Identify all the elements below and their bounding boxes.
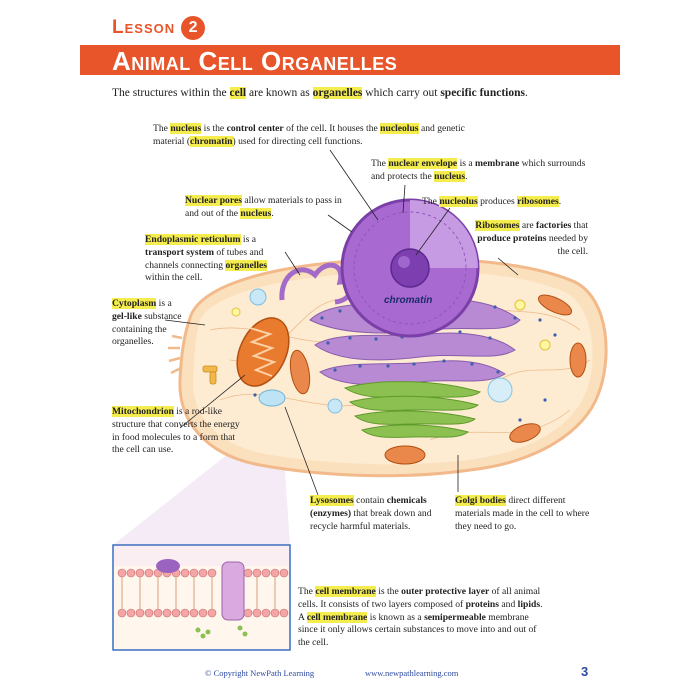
golgi-body [343, 381, 482, 438]
nuclear-envelope-label: The nuclear envelope is a membrane which… [371, 158, 586, 182]
lesson-label: Lesson [112, 17, 176, 38]
copyright-text: © Copyright NewPath Learning [205, 668, 315, 678]
surface-protein [156, 559, 180, 573]
nucleus-cutaway [410, 200, 478, 268]
lysosome [258, 389, 286, 407]
lysosomes-label: Lysosomes contain chemicals (enzymes) th… [310, 495, 432, 532]
ribosomes-label: Ribosomes are factories that produce pro… [475, 220, 588, 257]
mitochondrion-2 [289, 349, 311, 395]
microvilli [168, 334, 183, 375]
mitochondrion-3 [537, 294, 573, 316]
intro-text: The structures within the cell are known… [112, 87, 528, 99]
nucleolus [390, 248, 430, 288]
mitochondrion-label: Mitochondrion is a rod-like structure th… [112, 406, 240, 456]
nucleus-label: The nucleus is the control center of the… [153, 123, 465, 147]
website-link[interactable]: www.newpathlearning.com [365, 668, 459, 678]
vesicle [249, 288, 267, 306]
page-title: Animal Cell Organelles [112, 46, 398, 76]
membrane-protein [221, 561, 245, 621]
cell-membrane-label: The cell membrane is the outer protectiv… [298, 586, 543, 649]
chromatin-label: chromatin [384, 295, 433, 306]
title-bar [80, 45, 620, 75]
mitochondrion-5 [384, 445, 426, 465]
er-label: Endoplasmic reticulum is a transport sys… [145, 234, 268, 284]
cytoplasm-label: Cytoplasm is a gel-like substance contai… [112, 298, 182, 348]
vesicle-3 [327, 398, 343, 414]
centriole [202, 365, 218, 385]
lesson-number-badge: 2 [181, 16, 206, 40]
page-number: 3 [581, 664, 589, 679]
golgi-label: Golgi bodies direct different materials … [455, 495, 590, 532]
nuclear-pores-label: Nuclear pores allow materials to pass in… [185, 195, 342, 219]
mitochondrion-4 [569, 342, 587, 378]
nucleolus-label: The nucleolus produces ribosomes. [422, 196, 562, 207]
membrane-inset [112, 544, 291, 651]
lesson-header: Lesson 2 [112, 16, 206, 40]
leader-lines [164, 149, 519, 496]
mitochondrion [236, 317, 290, 387]
vesicle-2 [487, 377, 513, 403]
mitochondrion-6 [509, 423, 541, 443]
